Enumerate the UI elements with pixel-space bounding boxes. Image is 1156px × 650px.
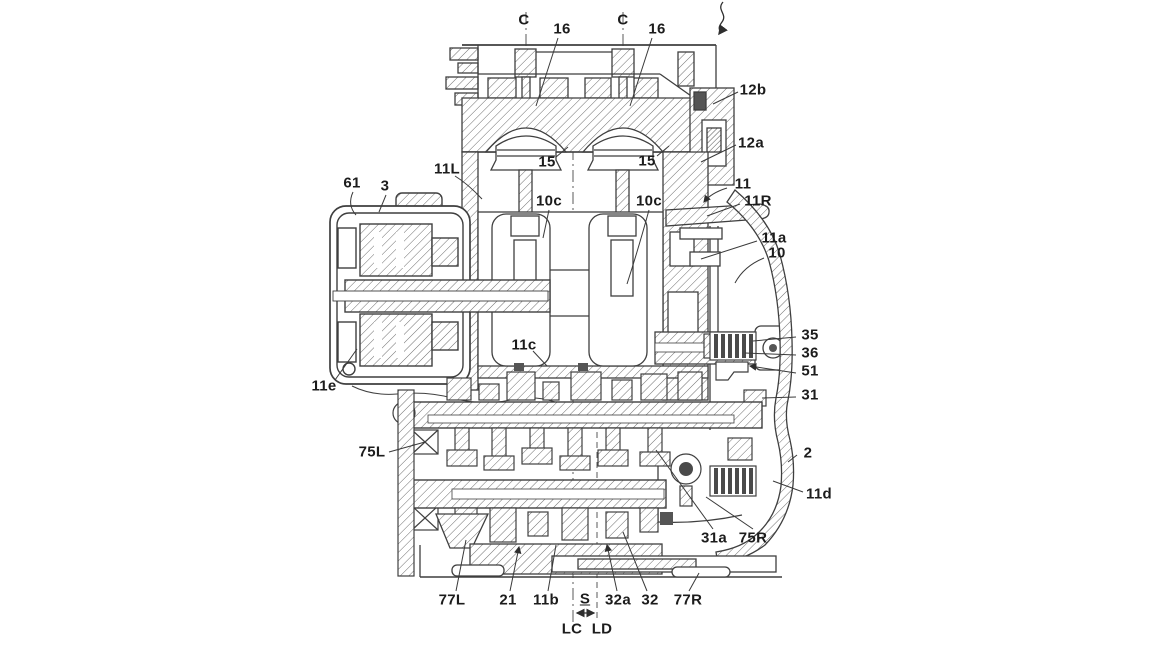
label-ld: LD [591,620,613,638]
label-15-left: 15 [538,153,556,171]
label-11r: 11R [744,192,772,210]
label-10c-left: 10c [536,192,562,210]
label-11d: 11d [806,485,832,503]
label-c-right: C [617,11,629,29]
label-11a: 11a [761,229,787,247]
label-32a: 32a [605,591,631,609]
label-31: 31 [801,386,819,404]
label-12b: 12b [739,81,767,99]
label-11c: 11c [511,336,537,354]
label-3: 3 [380,177,390,195]
label-10: 10 [768,244,786,262]
bottom-case [419,513,782,578]
spring-lower [670,437,757,507]
label-15-right: 15 [638,152,656,170]
label-77l: 77L [438,591,466,609]
label-lc: LC [561,620,583,638]
label-35: 35 [801,326,819,344]
label-2: 2 [803,444,813,462]
label-10c-right: 10c [636,192,662,210]
label-61: 61 [343,174,361,192]
label-32: 32 [641,591,659,609]
crank-webs [491,213,648,367]
label-77r: 77R [673,591,703,609]
label-36: 36 [801,344,819,362]
label-11e: 11e [311,377,337,395]
label-51: 51 [801,362,819,380]
label-16-left: 16 [553,20,571,38]
label-11b: 11b [533,591,559,609]
figure-leader-arrow [718,1,728,36]
label-75l: 75L [358,443,386,461]
label-16-right: 16 [648,20,666,38]
clutch-assembly [329,192,556,404]
spring-upper [703,331,767,407]
label-75r: 75R [738,529,768,547]
label-c-left: C [518,11,530,29]
leader-lines [334,37,804,592]
label-31a: 31a [701,529,727,547]
label-12a: 12a [738,134,764,152]
label-s: S [579,590,591,608]
label-11: 11 [734,175,752,193]
label-21: 21 [499,591,517,609]
label-11l: 11L [434,160,460,178]
pistons [489,135,660,219]
